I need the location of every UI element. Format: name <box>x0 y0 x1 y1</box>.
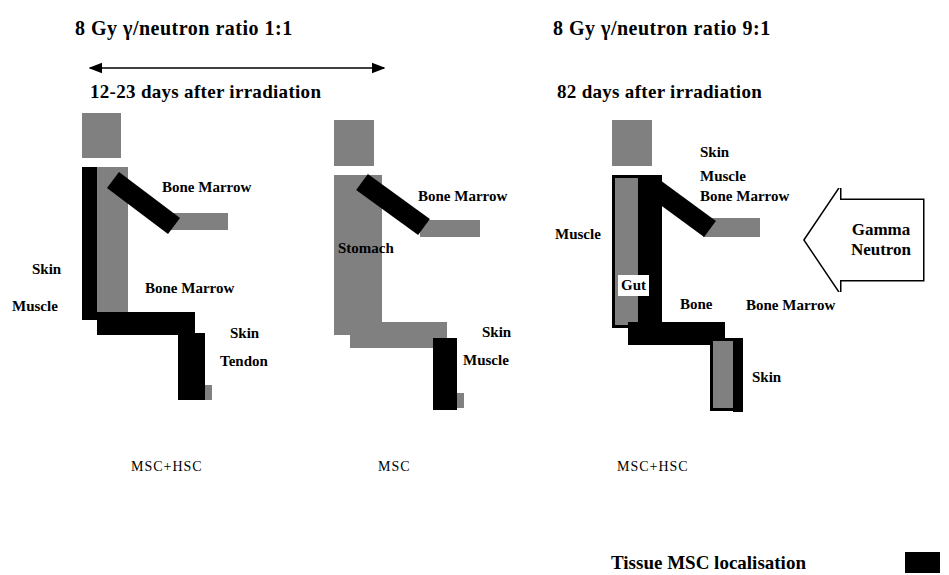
tissue-label: Bone Marrow <box>746 297 835 314</box>
tissue-label: Bone Marrow <box>700 188 789 205</box>
tissue-label: Skin <box>482 324 511 341</box>
tissue-label: Skin <box>700 144 729 161</box>
legend-swatch <box>905 552 940 573</box>
node-text: Gamma Neutron <box>839 220 923 259</box>
time-label: 82 days after irradiation <box>557 81 762 103</box>
tissue-label: Bone Marrow <box>418 188 507 205</box>
node-text: Gut <box>621 277 646 294</box>
figure-caption: MSC+HSC <box>131 459 203 475</box>
figure-caption: MSC <box>378 459 411 475</box>
figure-caption: MSC+HSC <box>617 459 689 475</box>
tissue-label: Skin <box>752 369 781 386</box>
lower-leg <box>433 338 457 410</box>
panel-heading: 8 Gy γ/neutron ratio 9:1 <box>553 17 771 40</box>
tissue-label: Muscle <box>463 352 509 369</box>
leg-strip <box>733 338 743 412</box>
tissue-label: Muscle <box>700 168 746 185</box>
gut-box: Gut <box>618 275 649 296</box>
panel-heading: 8 Gy γ/neutron ratio 1:1 <box>75 17 293 40</box>
foot <box>457 393 464 408</box>
tissue-label: Stomach <box>338 240 394 257</box>
thigh <box>350 322 447 348</box>
seated-figure <box>82 113 228 400</box>
legend-text: Tissue MSC localisation <box>611 552 806 574</box>
tissue-label: Skin <box>230 325 259 342</box>
seated-figure <box>612 120 760 412</box>
radiation-arrow: Gamma Neutron <box>803 188 925 292</box>
head <box>334 120 374 166</box>
arrow-outline <box>806 191 922 289</box>
tissue-label: Tendon <box>220 353 268 370</box>
upper-arm <box>362 182 424 227</box>
tissue-label: Muscle <box>12 298 58 315</box>
arrow-outline <box>806 191 922 289</box>
tissue-label: Bone <box>680 296 713 313</box>
foot <box>205 385 212 400</box>
time-span-arrow <box>90 67 384 69</box>
torso-skin <box>82 167 97 320</box>
head <box>612 120 652 166</box>
tissue-label: Muscle <box>555 226 601 243</box>
lower-leg <box>178 333 205 400</box>
time-label: 12-23 days after irradiation <box>90 81 321 103</box>
forearm <box>420 220 480 237</box>
tissue-label: Bone Marrow <box>162 179 251 196</box>
forearm <box>170 213 228 230</box>
tissue-label: Bone Marrow <box>145 280 234 297</box>
thigh <box>97 312 195 335</box>
tissue-label: Skin <box>32 261 61 278</box>
seated-figure <box>334 120 480 410</box>
head <box>82 113 121 158</box>
